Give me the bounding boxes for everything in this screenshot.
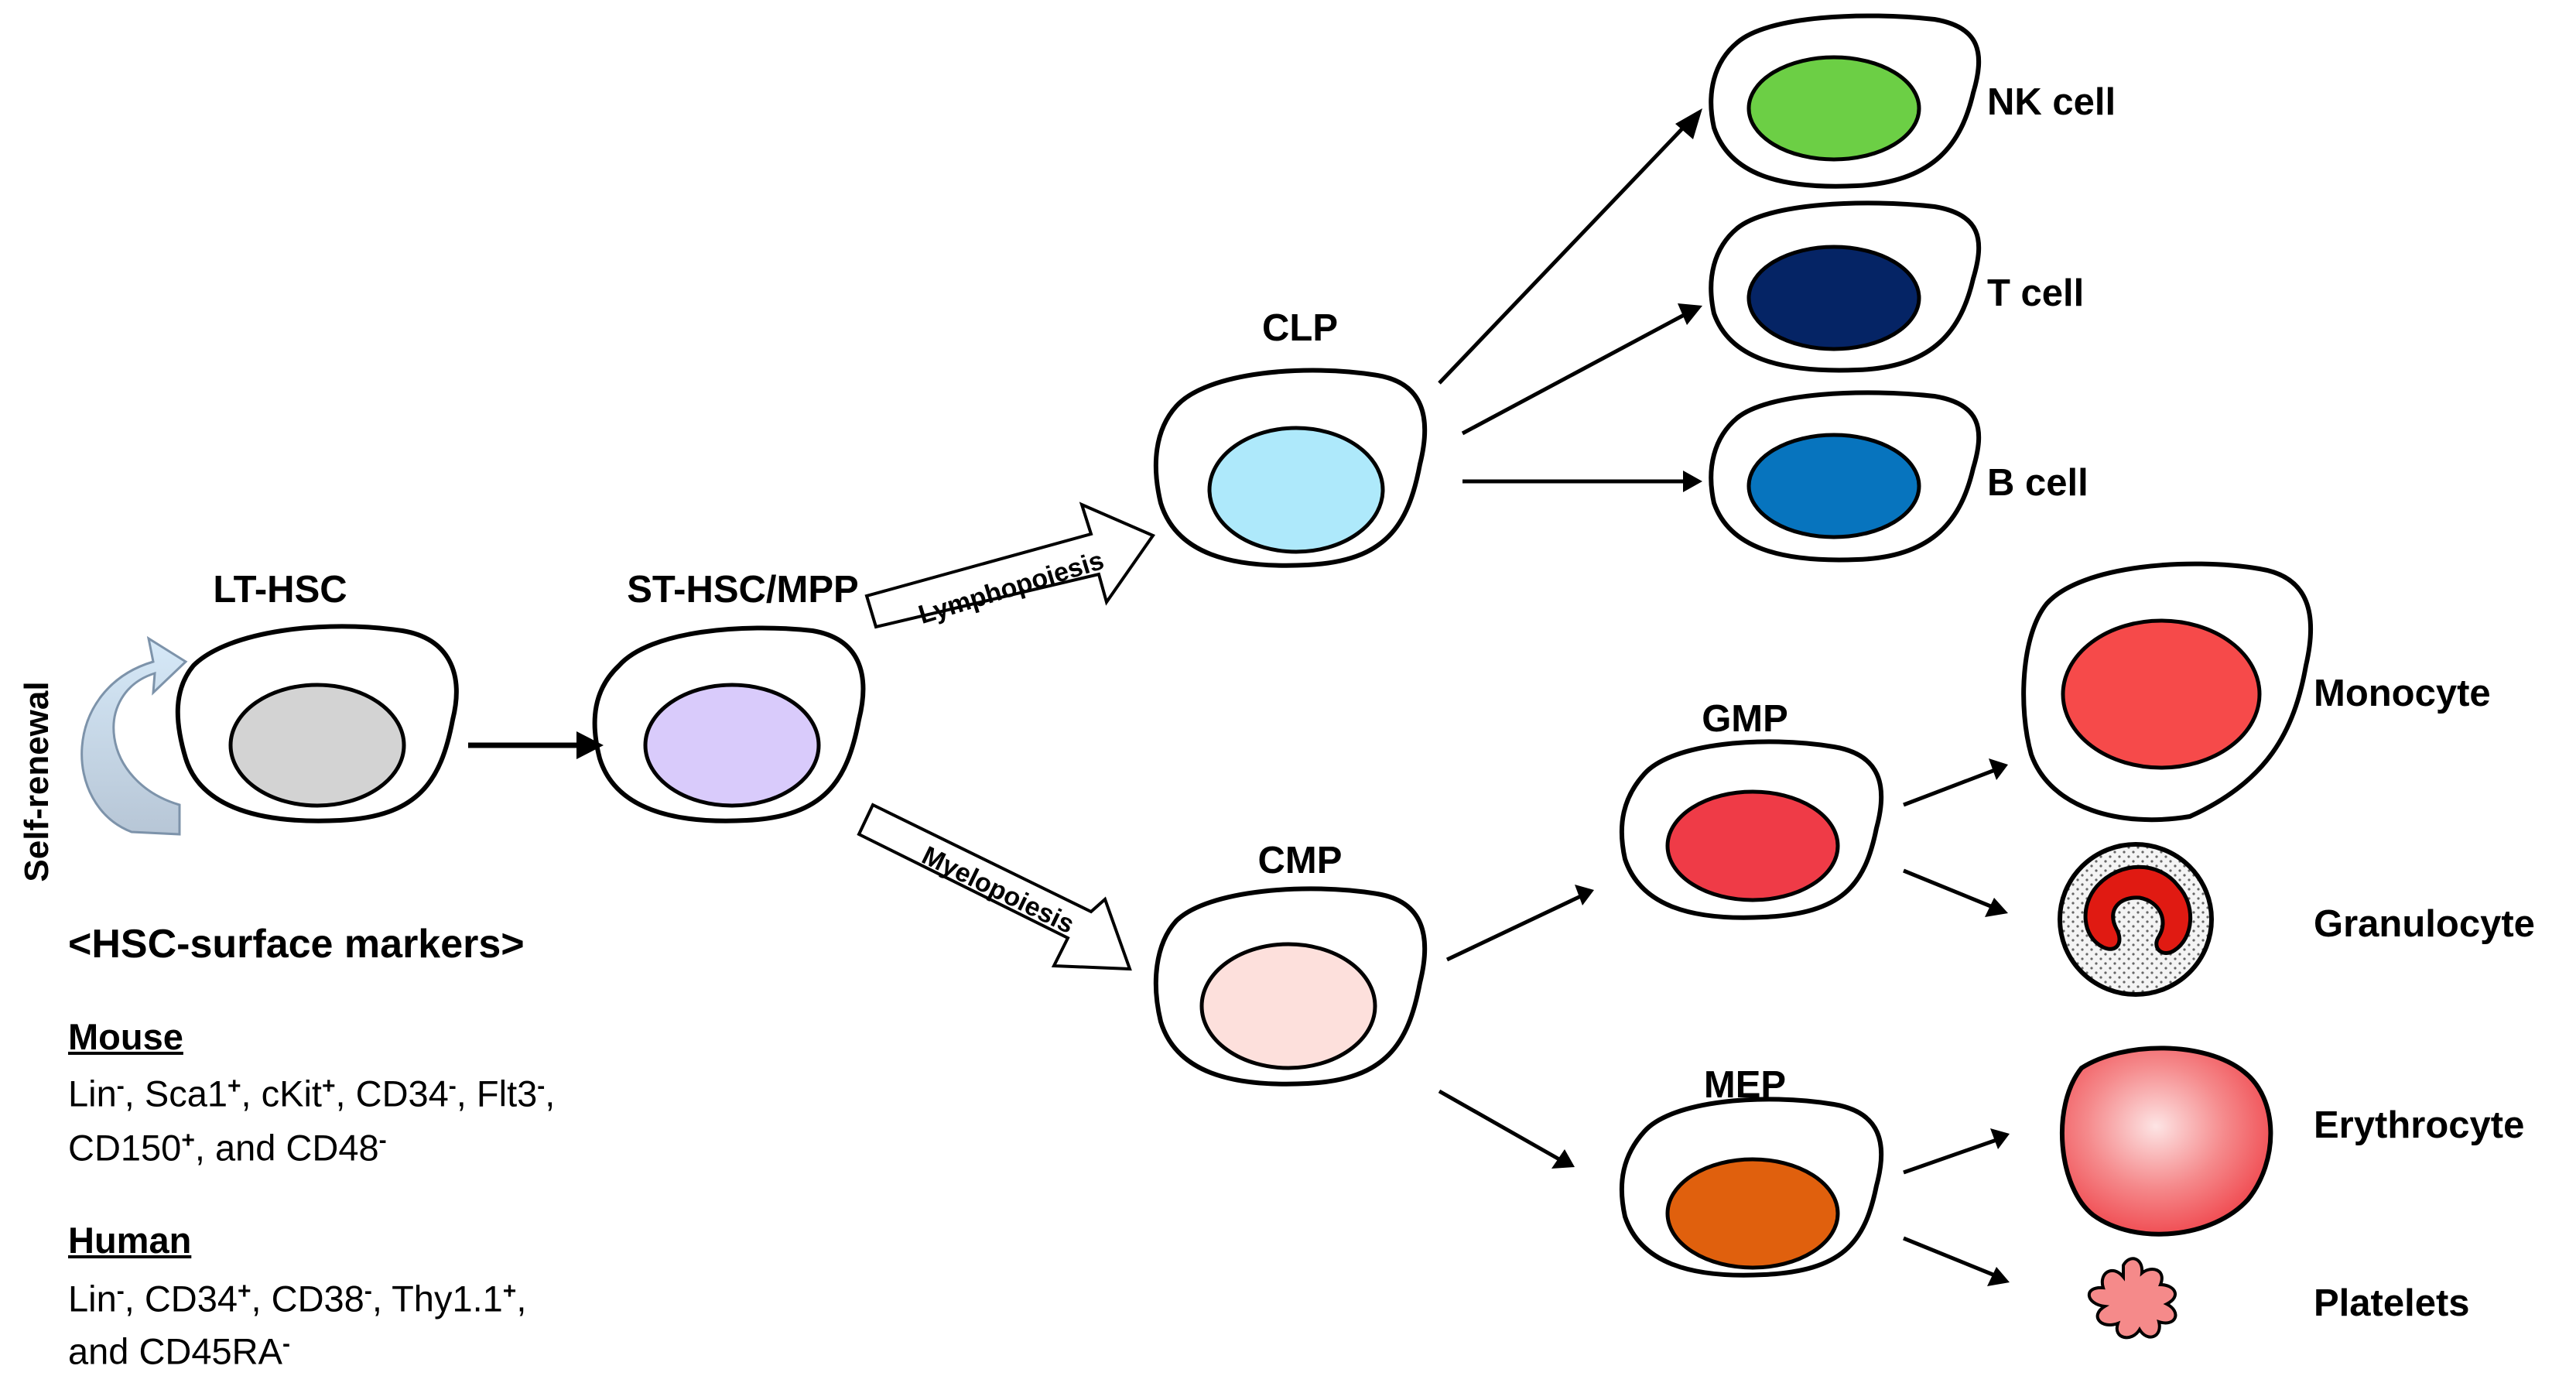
arrows bbox=[468, 108, 2010, 1286]
mep-label: MEP bbox=[1704, 1064, 1786, 1106]
self-renewal-label: Self-renewal bbox=[18, 681, 56, 881]
b-nucleus bbox=[1746, 433, 1921, 539]
t-cell-label: T cell bbox=[1987, 272, 2084, 314]
human-markers-line1: Lin-, CD34+, CD38-, Thy1.1+, bbox=[68, 1278, 527, 1320]
markers-title: <HSC-surface markers> bbox=[68, 922, 525, 967]
mouse-markers-line2: CD150+, and CD48- bbox=[68, 1127, 387, 1169]
platelet bbox=[2087, 1257, 2177, 1340]
superscript: + bbox=[238, 1278, 251, 1304]
t-nucleus bbox=[1746, 245, 1921, 351]
cmp-nucleus bbox=[1199, 942, 1377, 1070]
lt-hsc-cell bbox=[175, 624, 459, 823]
arrow-gmp-to-granulocyte bbox=[1903, 868, 1993, 909]
arrow-cmp-to-mep bbox=[1438, 1089, 1561, 1162]
granulocyte-cell bbox=[2058, 842, 2214, 997]
myelopoiesis-label: Myelopoiesis bbox=[918, 840, 1079, 940]
arrow-mep-to-erythrocyte bbox=[1903, 1138, 1997, 1175]
arrow-clp-to-t bbox=[1461, 311, 1688, 436]
platelets-label: Platelets bbox=[2314, 1282, 2470, 1324]
myelopoiesis-arrow: Myelopoiesis bbox=[857, 803, 1132, 971]
human-markers-line2: and CD45RA- bbox=[68, 1330, 290, 1372]
clp-nucleus bbox=[1207, 426, 1385, 554]
arrow-cmp-to-gmp bbox=[1445, 893, 1584, 962]
granulocyte-label: Granulocyte bbox=[2314, 903, 2535, 945]
superscript: - bbox=[116, 1278, 125, 1304]
clp-label: CLP bbox=[1262, 307, 1338, 349]
mep-cell bbox=[1619, 1097, 1884, 1278]
self-renewal-arrow bbox=[80, 635, 188, 836]
monocyte-nucleus bbox=[2061, 618, 2262, 770]
lt-hsc-nucleus bbox=[228, 683, 406, 808]
superscript: - bbox=[116, 1073, 125, 1099]
b-cell-label: B cell bbox=[1987, 462, 2089, 504]
gmp-label: GMP bbox=[1702, 698, 1788, 740]
superscript: - bbox=[378, 1128, 387, 1153]
superscript: - bbox=[448, 1073, 457, 1099]
lymphopoiesis-arrow: Lymphopoiesis bbox=[864, 501, 1156, 630]
arrow-mep-to-platelets bbox=[1903, 1236, 1996, 1278]
st-hsc-nucleus bbox=[643, 683, 821, 808]
nk-nucleus bbox=[1746, 55, 1921, 162]
superscript: - bbox=[537, 1073, 546, 1099]
mouse-heading: Mouse bbox=[68, 1016, 183, 1057]
superscript: + bbox=[181, 1128, 195, 1153]
monocyte-cell bbox=[2021, 561, 2314, 823]
gmp-nucleus bbox=[1665, 789, 1840, 902]
cmp-label: CMP bbox=[1258, 840, 1343, 881]
mep-nucleus bbox=[1665, 1157, 1840, 1270]
monocyte-label: Monocyte bbox=[2314, 673, 2491, 714]
lt-hsc-label: LT-HSC bbox=[213, 569, 347, 611]
arrow-clp-to-nk bbox=[1438, 122, 1688, 385]
st-hsc-cell bbox=[592, 625, 866, 823]
gmp-cell bbox=[1619, 739, 1884, 920]
mouse-markers-line1: Lin-, Sca1+, cKit+, CD34-, Flt3-, bbox=[68, 1073, 556, 1114]
cmp-cell bbox=[1153, 886, 1428, 1087]
st-hsc-label: ST-HSC/MPP bbox=[627, 569, 858, 611]
b-cell bbox=[1709, 390, 1982, 563]
superscript: - bbox=[364, 1278, 372, 1304]
t-cell bbox=[1709, 200, 1982, 373]
granulocyte-nucleus bbox=[2083, 864, 2193, 955]
superscript: + bbox=[502, 1278, 517, 1304]
human-heading: Human bbox=[68, 1220, 192, 1261]
clp-cell bbox=[1153, 368, 1428, 568]
nk-cell-label: NK cell bbox=[1987, 81, 2116, 123]
superscript: + bbox=[227, 1073, 241, 1099]
superscript: + bbox=[321, 1073, 336, 1099]
arrow-gmp-to-monocyte bbox=[1903, 768, 1996, 807]
erythrocyte-cell bbox=[2059, 1046, 2273, 1237]
erythrocyte-label: Erythrocyte bbox=[2314, 1104, 2524, 1146]
superscript: - bbox=[282, 1331, 290, 1357]
nk-cell bbox=[1709, 13, 1982, 189]
